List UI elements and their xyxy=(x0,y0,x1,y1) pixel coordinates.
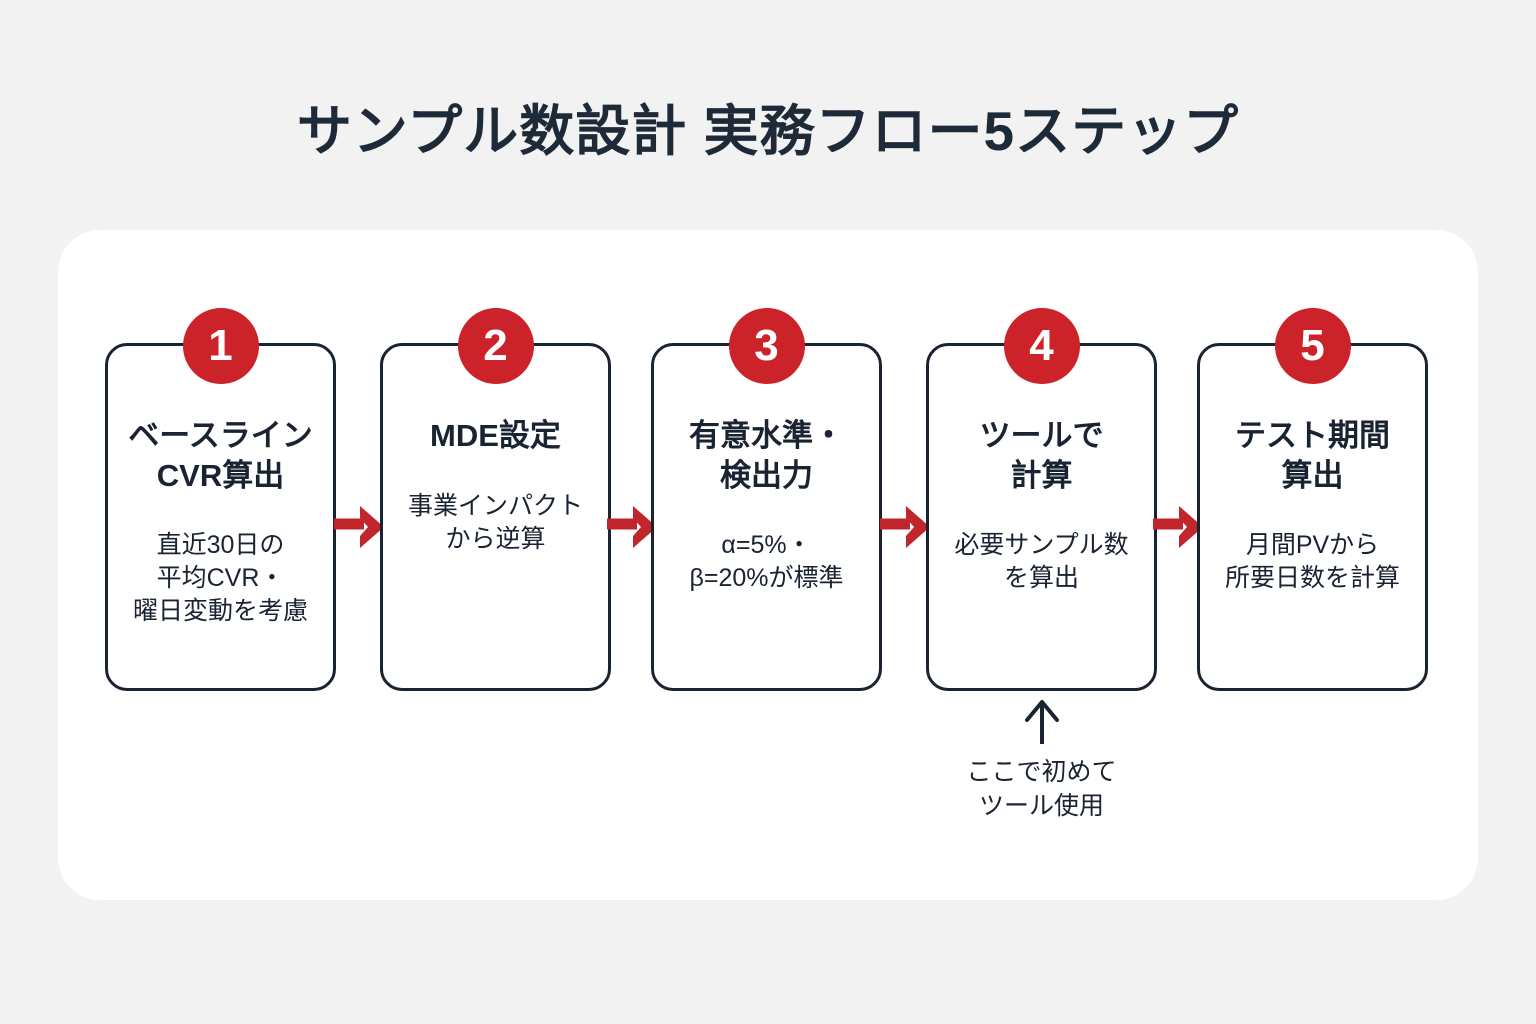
step-number-badge-5: 5 xyxy=(1274,308,1351,384)
step-content-5: テスト期間 算出 月間PVから 所要日数を計算 xyxy=(1200,416,1425,595)
flow-step-4[interactable]: 4 ツールで 計算 必要サンプル数 を算出 xyxy=(926,308,1157,691)
step-content-4: ツールで 計算 必要サンプル数 を算出 xyxy=(929,416,1154,595)
step-description-2: 事業インパクト から逆算 xyxy=(407,491,583,553)
page-title: サンプル数設計 実務フロー5ステップ xyxy=(296,100,1240,162)
step-heading-1: ベースライン CVR算出 xyxy=(128,418,313,493)
flow-step-5[interactable]: 5 テスト期間 算出 月間PVから 所要日数を計算 xyxy=(1197,308,1428,691)
flow-step-1[interactable]: 1 ベースライン CVR算出 直近30日の 平均CVR・ 曜日変動を考慮 xyxy=(105,308,336,691)
step-description-5: 月間PVから 所要日数を計算 xyxy=(1224,531,1400,593)
step-heading-5: テスト期間 算出 xyxy=(1235,418,1390,493)
arrow-right-icon-3 xyxy=(880,506,930,548)
step-number-badge-3: 3 xyxy=(728,308,805,384)
step-number-badge-4: 4 xyxy=(1003,308,1080,384)
arrow-up-icon xyxy=(1024,700,1059,744)
flow-container: 1 ベースライン CVR算出 直近30日の 平均CVR・ 曜日変動を考慮 2 M… xyxy=(58,230,1478,900)
tool-usage-annotation: ここで初めて ツール使用 xyxy=(926,700,1157,824)
step-description-4: 必要サンプル数 を算出 xyxy=(954,531,1129,593)
flow-step-3[interactable]: 3 有意水準・ 検出力 α=5%・ β=20%が標準 xyxy=(651,308,882,691)
step-description-3: α=5%・ β=20%が標準 xyxy=(689,531,844,593)
step-content-1: ベースライン CVR算出 直近30日の 平均CVR・ 曜日変動を考慮 xyxy=(108,416,333,628)
step-heading-4: ツールで 計算 xyxy=(979,418,1104,493)
step-heading-3: 有意水準・ 検出力 xyxy=(689,418,844,493)
arrow-right-icon-4 xyxy=(1153,506,1203,548)
annotation-label: ここで初めて ツール使用 xyxy=(966,758,1117,820)
step-number-badge-1: 1 xyxy=(182,308,259,384)
arrow-right-icon-2 xyxy=(607,506,657,548)
arrow-right-icon-1 xyxy=(334,506,384,548)
step-description-1: 直近30日の 平均CVR・ 曜日変動を考慮 xyxy=(132,531,308,626)
flow-step-2[interactable]: 2 MDE設定 事業インパクト から逆算 xyxy=(380,308,611,691)
step-heading-2: MDE設定 xyxy=(430,418,561,453)
step-content-3: 有意水準・ 検出力 α=5%・ β=20%が標準 xyxy=(654,416,879,595)
step-content-2: MDE設定 事業インパクト から逆算 xyxy=(383,416,608,556)
diagram-panel: 1 ベースライン CVR算出 直近30日の 平均CVR・ 曜日変動を考慮 2 M… xyxy=(58,230,1478,900)
step-number-badge-2: 2 xyxy=(457,308,534,384)
